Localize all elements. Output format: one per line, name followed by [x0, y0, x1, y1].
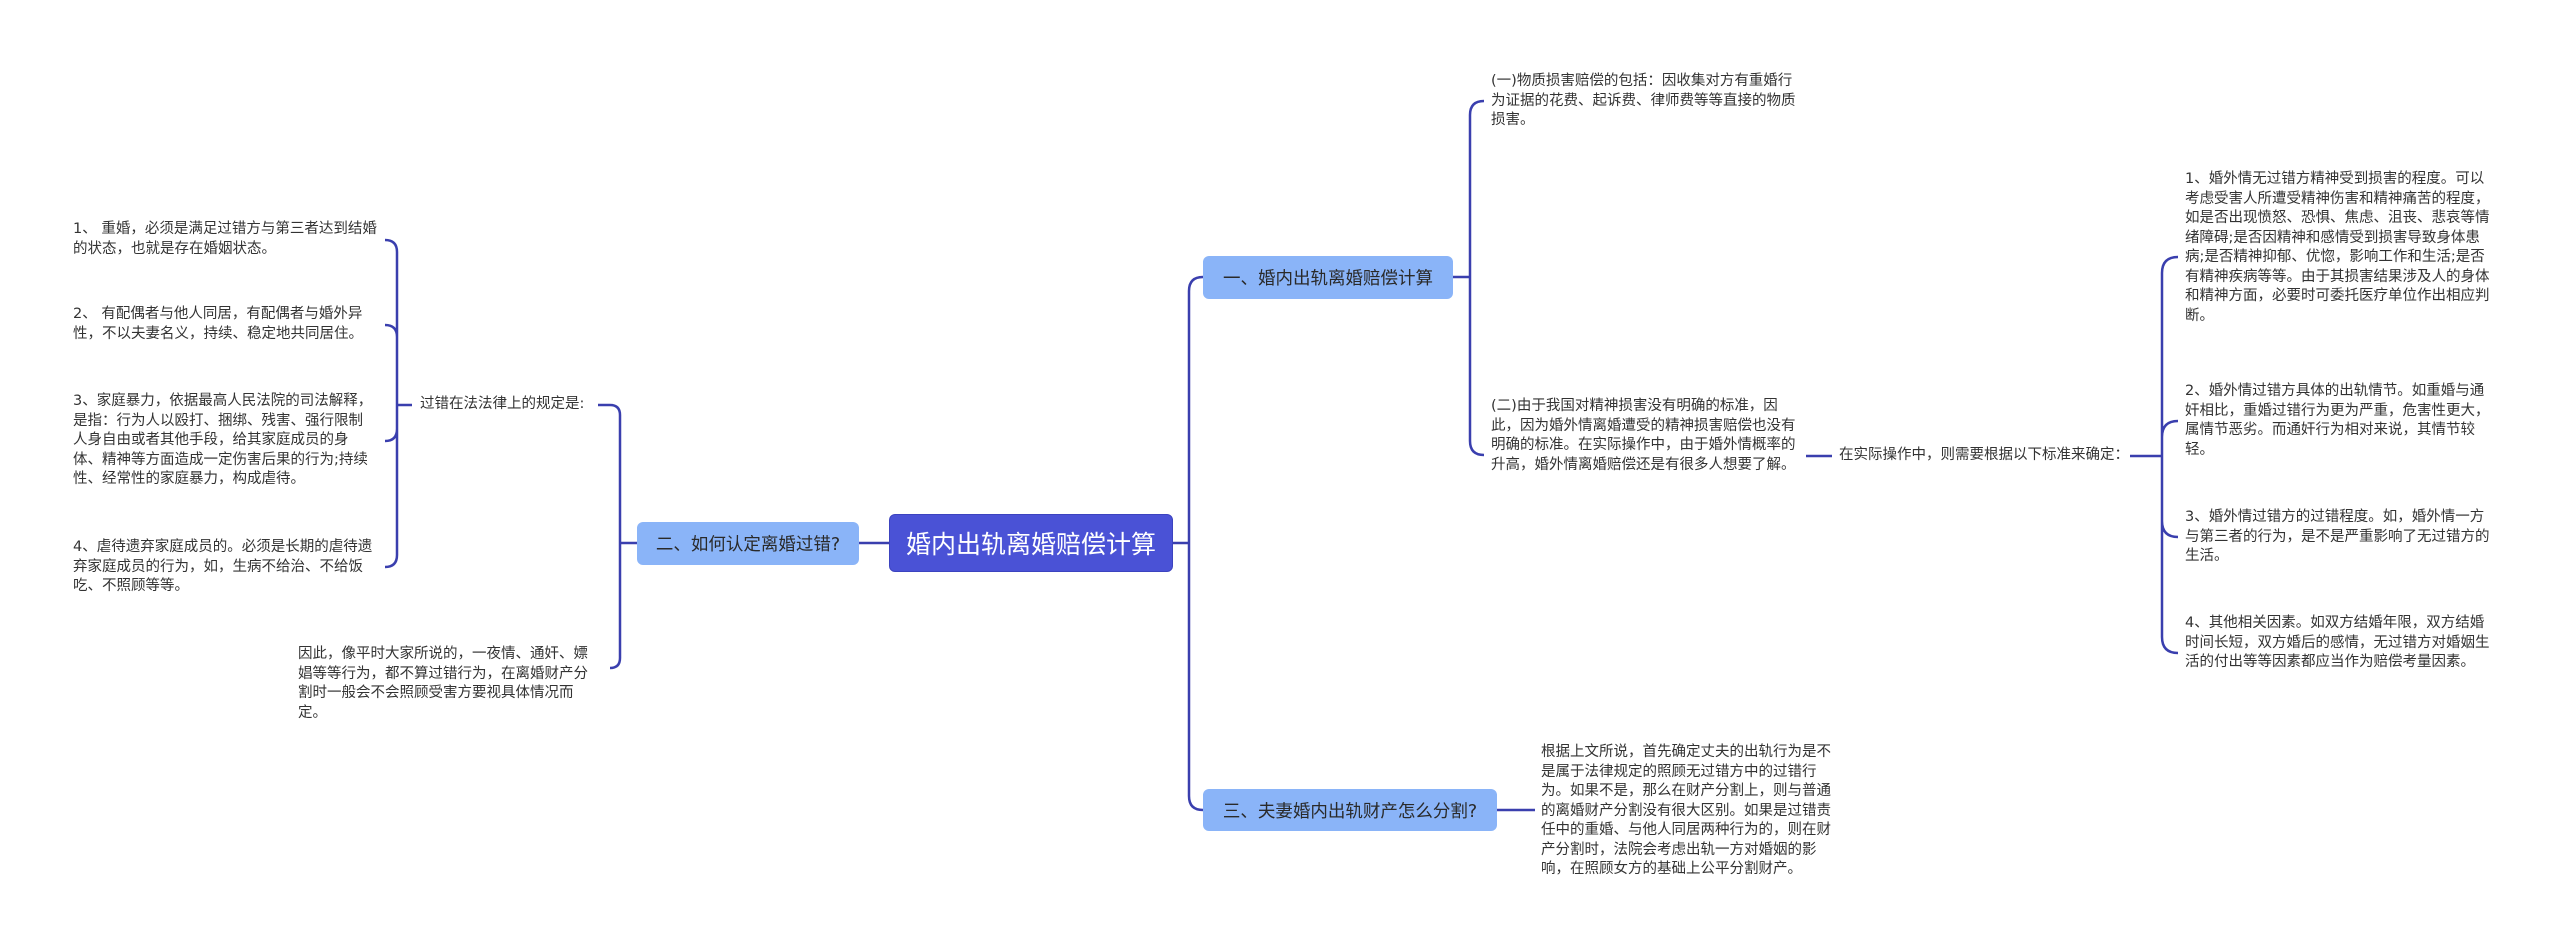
root-label: 婚内出轨离婚赔偿计算 — [905, 530, 1156, 559]
criteria-label[interactable]: 在实际操作中，则需要根据以下标准来确定： — [1839, 447, 2129, 463]
rule-item[interactable]: 1、 重婚，必须是满足过错方与第三者达到结婚的状态，也就是存在婚姻状态。 — [73, 221, 377, 257]
rule-item[interactable]: 2、 有配偶者与他人同居，有配偶者与婚外异性，不以夫妻名义，持续、稳定地共同居住… — [73, 306, 363, 342]
conclusion-text[interactable]: 因此，像平时大家所说的，一夜情、通奸、嫖娼等等行为，都不算过错行为，在离婚财产分… — [298, 646, 588, 721]
branch-three-label: 三、夫妻婚内出轨财产怎么分割? — [1222, 801, 1478, 822]
link-root-right-bracket — [1173, 275, 1204, 812]
criteria-item[interactable]: 4、其他相关因素。如双方结婚年限，双方结婚时间长短，双方婚后的感情，无过错方对婚… — [2185, 615, 2490, 670]
rule-item[interactable]: 4、虐待遗弃家庭成员的。必须是长期的虐待遗弃家庭成员的行为，如，生病不给治、不给… — [73, 539, 373, 594]
root-node[interactable]: 婚内出轨离婚赔偿计算 — [889, 514, 1173, 572]
branch-two-label: 二、如何认定离婚过错? — [655, 535, 841, 555]
criteria-item[interactable]: 1、婚外情无过错方精神受到损害的程度。可以考虑受害人所遭受精神伤害和精神痛苦的程… — [2185, 171, 2490, 324]
property-division-text[interactable]: 根据上文所说，首先确定丈夫的出轨行为是不是属于法律规定的照顾无过错方中的过错行为… — [1541, 744, 1831, 877]
link-rule-bracket — [384, 238, 412, 569]
rule-item[interactable]: 3、家庭暴力，依据最高人民法院的司法解释，是指：行为人以殴打、捆绑、残害、强行限… — [73, 393, 373, 487]
link-branch-two-bracket — [609, 403, 637, 670]
branch-one-node[interactable]: 一、婚内出轨离婚赔偿计算 — [1203, 256, 1453, 299]
mental-damage-text[interactable]: (二)由于我国对精神损害没有明确的标准，因此，因为婚外情离婚遭受的精神损害赔偿也… — [1491, 398, 1796, 473]
rule-label[interactable]: 过错在法法律上的规定是: — [420, 396, 585, 412]
link-criteria-bracket — [2130, 255, 2179, 655]
branch-one-label: 一、婚内出轨离婚赔偿计算 — [1223, 269, 1433, 289]
criteria-item[interactable]: 2、婚外情过错方具体的出轨情节。如重婚与通奸相比，重婚过错行为更为严重，危害性更… — [2185, 383, 2490, 458]
criteria-item[interactable]: 3、婚外情过错方的过错程度。如，婚外情一方与第三者的行为，是不是严重影响了无过错… — [2185, 509, 2490, 564]
branch-three-node[interactable]: 三、夫妻婚内出轨财产怎么分割? — [1203, 789, 1497, 831]
branch-two-node[interactable]: 二、如何认定离婚过错? — [637, 522, 859, 565]
link-branch-one-bracket — [1453, 99, 1485, 457]
material-damage-text[interactable]: (一)物质损害赔偿的包括：因收集对方有重婚行为证据的花费、起诉费、律师费等等直接… — [1491, 73, 1796, 128]
